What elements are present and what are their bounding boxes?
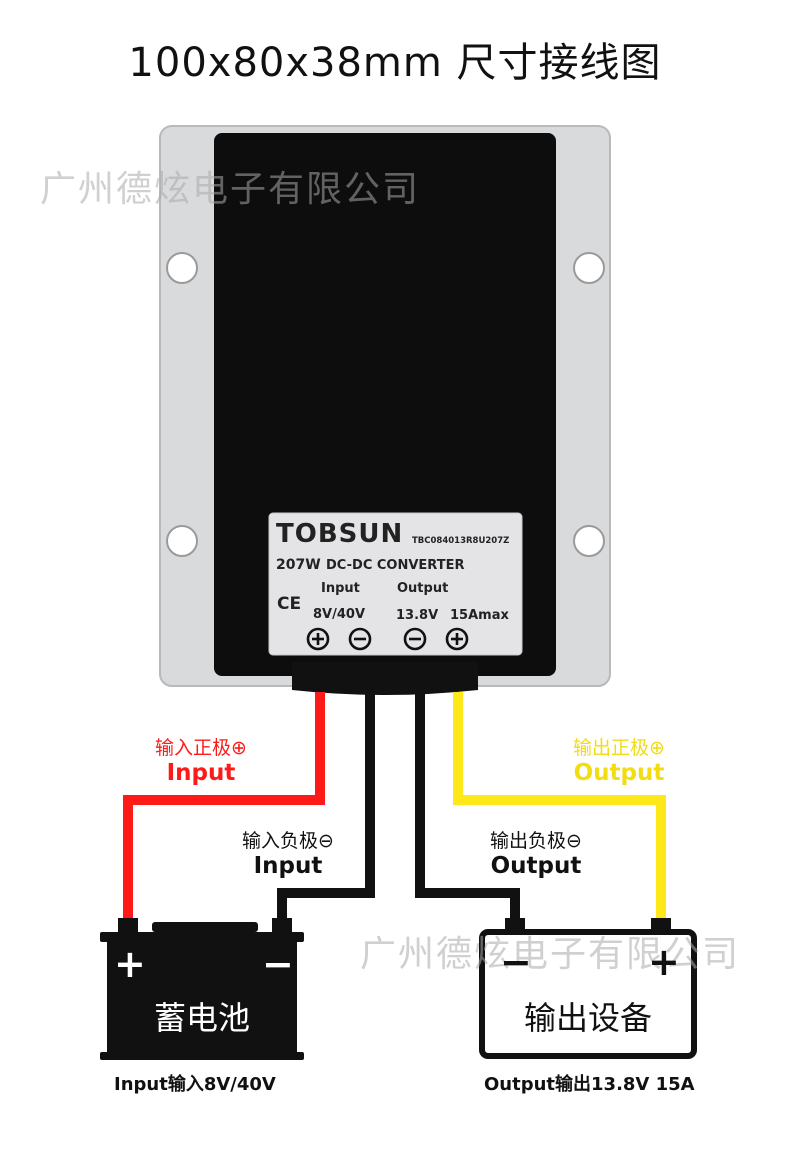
output-positive-cn: 输出正极⊕ — [573, 737, 665, 759]
battery-body — [107, 942, 297, 1052]
mount-hole-right-top — [573, 252, 605, 284]
terminal-input-plus-icon — [306, 627, 330, 651]
minus-circle-icon: ⊖ — [318, 830, 334, 852]
battery-base — [100, 1052, 304, 1060]
output-positive-en: Output — [573, 760, 665, 786]
wire-input-negative — [277, 692, 375, 922]
input-positive-en: Input — [166, 760, 236, 786]
converter-type-label: DC-DC CONVERTER — [326, 558, 465, 573]
input-negative-label: 输入负极⊖ Input — [222, 826, 354, 879]
mount-hole-right-bottom — [573, 525, 605, 557]
output-voltage-label: 13.8V — [396, 608, 439, 623]
device-terminal-minus — [505, 918, 525, 932]
battery-cap — [100, 932, 304, 942]
terminal-input-minus-icon — [348, 627, 372, 651]
battery-minus-sign: − — [262, 942, 294, 986]
brand-label: TOBSUN — [276, 519, 404, 549]
input-positive-cn: 输入正极⊕ — [155, 737, 247, 759]
output-negative-cn: 输出负极⊖ — [490, 830, 582, 852]
device-plus-sign: + — [648, 940, 680, 984]
plus-circle-icon: ⊕ — [649, 737, 665, 759]
battery-terminal-plus — [118, 918, 138, 932]
terminal-output-minus-icon — [403, 627, 427, 651]
device-terminal-plus — [651, 918, 671, 932]
ce-mark: CE — [277, 594, 302, 614]
battery-top-bar — [152, 922, 258, 932]
terminal-output-plus-icon — [445, 627, 469, 651]
output-current-label: 15Amax — [450, 608, 509, 623]
output-header-label: Output — [397, 581, 449, 596]
wire-input-positive — [123, 692, 325, 922]
mount-hole-left-bottom — [166, 525, 198, 557]
minus-circle-icon: ⊖ — [566, 830, 582, 852]
battery-terminal-minus — [272, 918, 292, 932]
input-positive-label: 输入正极⊕ Input — [130, 733, 272, 786]
battery-name: 蓄电池 — [153, 999, 250, 1037]
input-value-label: 8V/40V — [313, 607, 366, 622]
device-minus-sign: − — [500, 940, 532, 984]
model-label: TBC084013R8U207Z — [412, 536, 510, 546]
output-positive-label: 输出正极⊕ Output — [548, 733, 690, 786]
device-body — [479, 929, 697, 1059]
power-label: 207W — [276, 557, 321, 573]
input-negative-en: Input — [253, 853, 323, 879]
output-negative-en: Output — [490, 853, 582, 879]
watermark-top: 广州德炫电子有限公司 — [40, 169, 421, 210]
wire-output-negative — [415, 692, 520, 922]
output-negative-label: 输出负极⊖ Output — [468, 826, 604, 879]
battery-plus-sign: + — [114, 942, 146, 986]
wire-output-positive — [453, 692, 666, 922]
label-plate — [268, 512, 523, 656]
mount-hole-left-top — [166, 252, 198, 284]
page-title: 100x80x38mm 尺寸接线图 — [128, 40, 662, 86]
device-name: 输出设备 — [523, 999, 652, 1037]
cable-gland — [292, 662, 478, 695]
input-negative-cn: 输入负极⊖ — [242, 830, 334, 852]
input-header-label: Input — [321, 581, 360, 596]
watermark-bottom: 广州德炫电子有限公司 — [360, 934, 741, 975]
device-caption: Output输出13.8V 15A — [484, 1074, 695, 1095]
plus-circle-icon: ⊕ — [231, 737, 247, 759]
battery-caption: Input输入8V/40V — [114, 1074, 276, 1095]
